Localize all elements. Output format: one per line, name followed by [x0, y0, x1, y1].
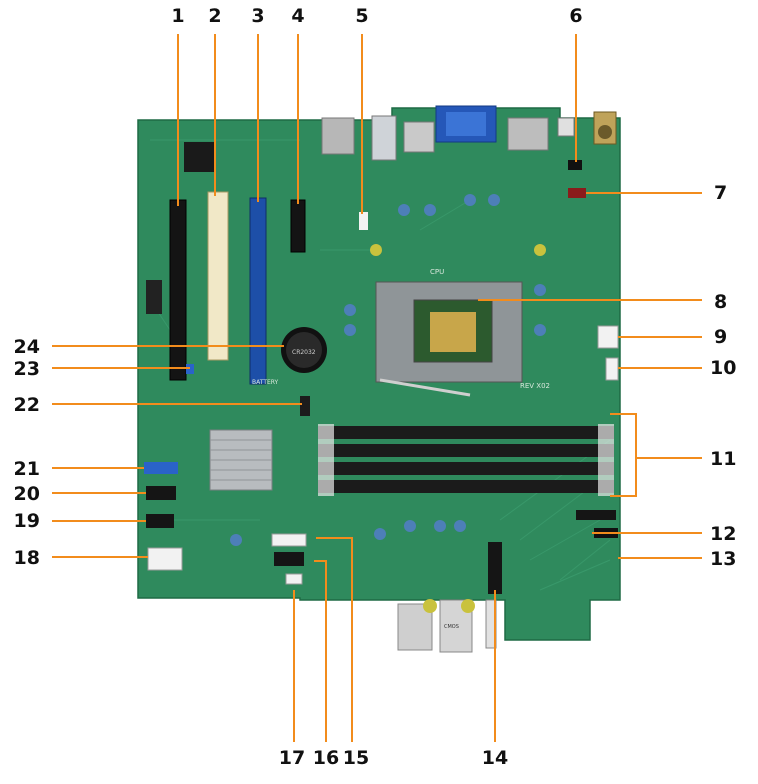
battery-marking: BATTERY [252, 379, 279, 386]
callout-24: 24 [13, 336, 40, 358]
internal-usb-header [146, 514, 174, 528]
capacitors [230, 194, 546, 613]
callout-21: 21 [13, 458, 40, 480]
sata-connector-2 [271, 533, 307, 547]
callout-15: 15 [342, 747, 370, 769]
pcie-x16-slot-2 [249, 197, 267, 385]
cpu-power-connector [597, 325, 619, 349]
io-controller-chip [184, 142, 214, 172]
callout-line-16 [314, 560, 327, 742]
callout-16: 16 [312, 747, 340, 769]
callout-11: 11 [710, 448, 737, 470]
intrusion-switch-connector [359, 212, 368, 230]
rev-marking: REV X02 [520, 382, 550, 390]
callout-14: 14 [481, 747, 509, 769]
callout-4: 4 [291, 5, 305, 27]
callout-1: 1 [171, 5, 185, 27]
cmos-marking: CMOS [444, 624, 459, 630]
callout-3: 3 [251, 5, 265, 27]
callout-22: 22 [13, 394, 40, 416]
atx-power-connector [147, 547, 183, 571]
coin-cell-marking: CR2032 [292, 349, 316, 356]
pcie-x16-slot-1 [169, 199, 187, 381]
callout-line-11 [610, 413, 702, 497]
power-switch-connector [605, 357, 619, 381]
callout-6: 6 [569, 5, 583, 27]
sd-card-connector [285, 573, 303, 585]
speaker-connector [568, 188, 586, 198]
callout-5: 5 [355, 5, 369, 27]
callout-17: 17 [278, 747, 306, 769]
processor-socket: CPU REV X02 [375, 268, 550, 397]
front-header [146, 280, 162, 314]
memory-slots [318, 424, 614, 496]
pcie-x1-slot [290, 199, 306, 253]
callout-20: 20 [13, 483, 40, 505]
dimm-slot-4 [318, 480, 614, 493]
front-panel-header [300, 396, 310, 416]
sata-connector-3 [274, 552, 304, 566]
callout-line-15 [316, 537, 353, 742]
callout-10: 10 [710, 357, 737, 379]
coin-cell-battery: CR2032 BATTERY [252, 327, 327, 386]
fan-connector [568, 160, 582, 170]
callout-19: 19 [13, 510, 40, 532]
pci-slot [207, 191, 229, 361]
callout-9: 9 [714, 326, 728, 348]
sata-connector-0 [144, 462, 178, 474]
rear-io [321, 105, 617, 161]
serial-connector [576, 510, 616, 520]
callout-lines [52, 34, 702, 742]
cpu-marking: CPU [430, 268, 444, 276]
callout-2: 2 [208, 5, 222, 27]
dimm-slot-3 [318, 462, 614, 475]
callout-23: 23 [13, 358, 40, 380]
callout-7: 7 [714, 182, 728, 204]
callout-13: 13 [710, 548, 737, 570]
callout-18: 18 [13, 547, 40, 569]
board-traces [149, 139, 611, 591]
dimm-slot-2 [318, 444, 614, 457]
callout-12: 12 [710, 523, 737, 545]
callout-8: 8 [714, 291, 728, 313]
chipset-heatsink [209, 429, 273, 491]
m2-slot [488, 542, 502, 594]
dimm-slot-1 [318, 426, 614, 439]
expansion-slots [169, 191, 306, 385]
sata-connector-1 [146, 486, 176, 500]
